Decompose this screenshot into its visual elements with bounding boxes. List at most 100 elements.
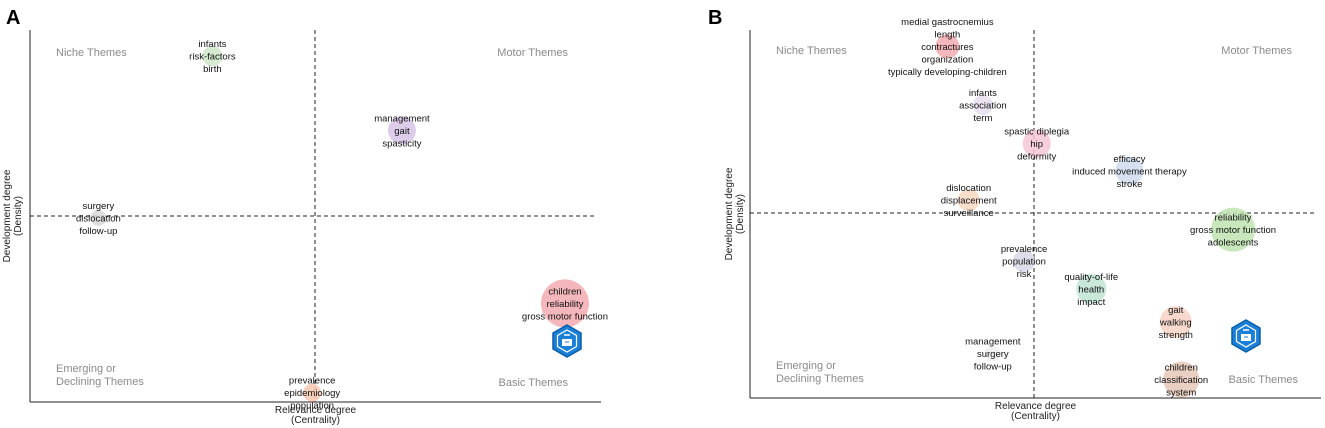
quadrant-label-basic: Basic Themes	[499, 377, 569, 389]
quadrant-label-motor: Motor Themes	[1221, 45, 1292, 57]
cluster-word: surgery	[83, 201, 115, 212]
cluster-word: follow-up	[79, 226, 117, 237]
cluster-bubble	[972, 95, 993, 116]
cluster-bubble	[1159, 306, 1192, 339]
cluster-word: dislocation	[76, 213, 121, 224]
cluster-bubble	[540, 279, 589, 328]
cluster-word: follow-up	[974, 362, 1012, 373]
cluster-word: children	[1165, 363, 1198, 374]
cluster-word: classification	[1154, 375, 1208, 386]
quadrant-label-niche: Niche Themes	[776, 45, 847, 57]
cluster-word: gait	[1168, 305, 1184, 316]
cluster-word: prevalence	[1001, 244, 1047, 255]
cluster-bubble	[1163, 361, 1200, 398]
cluster-bubble	[387, 116, 416, 145]
quadrant-label-line: Emerging or	[56, 363, 116, 375]
cluster-word: impact	[1077, 297, 1105, 308]
cluster-word: children	[548, 286, 581, 297]
cluster-word: system	[1166, 388, 1196, 399]
cluster-word: contractures	[921, 42, 974, 53]
cluster-word: infants	[198, 39, 226, 50]
y-axis-title: Development degree	[2, 169, 13, 262]
quadrant-label-motor: Motor Themes	[497, 47, 568, 59]
bibliometrix-logo-icon	[1231, 319, 1261, 353]
cluster-word: deformity	[1017, 151, 1056, 162]
x-axis-title: Relevance degree	[995, 401, 1077, 412]
cluster-bubble	[957, 189, 980, 212]
x-axis-subtitle: (Centrality)	[291, 415, 340, 426]
cluster-word: gross motor function	[1190, 225, 1276, 236]
y-axis-subtitle: (Density)	[13, 196, 24, 236]
cluster-word: adolescents	[1208, 238, 1259, 249]
cluster-word: term	[973, 113, 992, 124]
cluster-word: management	[965, 337, 1021, 348]
cluster-bubble	[202, 46, 223, 67]
cluster-word: strength	[1159, 330, 1193, 341]
x-axis-title: Relevance degree	[275, 405, 357, 416]
cluster-word: induced movement therapy	[1072, 166, 1187, 177]
cluster-word: prevalence	[289, 376, 335, 387]
cluster-word: risk	[1017, 269, 1032, 280]
cluster-bubble	[984, 345, 1001, 362]
cluster-word: reliability	[1215, 213, 1252, 224]
cluster-word: risk-factors	[189, 52, 236, 63]
cluster-bubble	[303, 383, 322, 402]
y-axis-subtitle: (Density)	[735, 194, 746, 234]
cluster-bubble	[1076, 273, 1107, 304]
bibliometrix-logo-icon	[552, 324, 582, 358]
quadrant-label-line: Declining Themes	[56, 376, 144, 388]
cluster-bubble	[90, 209, 107, 226]
cluster-word: medial gastrocnemius	[901, 17, 994, 28]
cluster-word: typically developing-children	[888, 67, 1007, 78]
cluster-word: stroke	[1116, 179, 1142, 190]
y-axis-title: Development degree	[724, 167, 735, 260]
cluster-word: organization	[921, 54, 973, 65]
panel-label: A	[6, 7, 20, 29]
cluster-word: quality-of-life	[1064, 272, 1118, 283]
cluster-word: epidemiology	[284, 388, 340, 399]
cluster-word: association	[959, 101, 1007, 112]
cluster-word: efficacy	[1113, 154, 1145, 165]
cluster-word: health	[1078, 284, 1104, 295]
cluster-bubble	[1013, 250, 1036, 273]
cluster-word: population	[290, 401, 334, 412]
cluster-word: birth	[203, 64, 221, 75]
cluster-word: reliability	[546, 299, 583, 310]
cluster-bubble	[1022, 129, 1051, 158]
cluster-word: hip	[1030, 139, 1043, 150]
cluster-word: surveillance	[944, 208, 994, 219]
panel-label: B	[708, 7, 722, 29]
cluster-word: infants	[969, 88, 997, 99]
cluster-word: displacement	[941, 196, 997, 207]
cluster-bubble	[1115, 156, 1144, 185]
cluster-word: surgery	[977, 349, 1009, 360]
cluster-word: walking	[1159, 318, 1192, 329]
cluster-bubble	[935, 34, 960, 59]
cluster-word: gross motor function	[522, 311, 608, 322]
quadrant-label-line: Emerging or	[776, 360, 836, 372]
cluster-word: population	[1002, 257, 1046, 268]
cluster-word: dislocation	[946, 183, 991, 194]
quadrant-label-basic: Basic Themes	[1229, 374, 1299, 386]
cluster-word: length	[934, 29, 960, 40]
